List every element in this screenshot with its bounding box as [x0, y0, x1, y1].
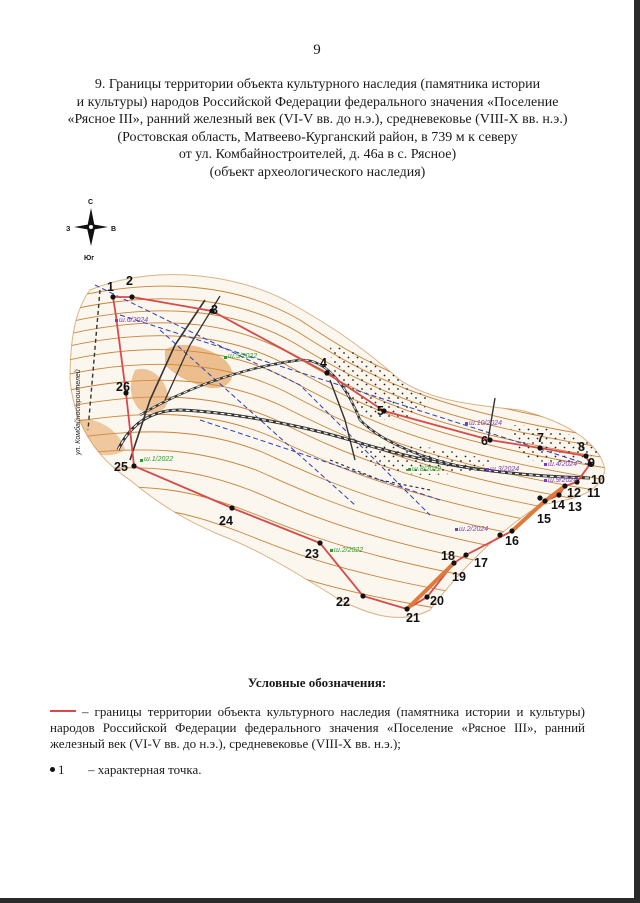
- legend-point-number: 1: [58, 762, 65, 777]
- point-label-13: 13: [568, 500, 582, 514]
- title-line: от ул. Комбайностроителей, д. 46а в с. Р…: [178, 147, 457, 162]
- document-title: 9. Границы территории объекта культурног…: [40, 76, 595, 181]
- title-line: и культуры) народов Российской Федерации…: [76, 94, 559, 110]
- legend-boundary-item: – границы территории объекта культурного…: [50, 704, 585, 752]
- point-label-24: 24: [219, 514, 233, 528]
- compass-east: В: [111, 226, 116, 233]
- legend-point-text: – характерная точка.: [88, 762, 202, 777]
- contour-lines: [70, 285, 605, 618]
- compass-north: С: [88, 199, 93, 206]
- pit-marker: ш.3/2024: [486, 466, 519, 473]
- legend-title: Условные обозначения:: [247, 675, 387, 690]
- point-label-8: 8: [578, 440, 585, 454]
- scan-border-right: [634, 0, 640, 903]
- pit-label: ш.2/2022: [334, 547, 363, 554]
- pit-label: ш.5/2022: [228, 353, 257, 360]
- point-dot-icon: [50, 766, 55, 772]
- title-line: «Рясное III», ранний железный век (VI-V …: [67, 112, 568, 127]
- characteristic-points: [110, 294, 593, 612]
- point-label-5: 5: [377, 404, 384, 418]
- pit-marker: ш.5/2022: [224, 353, 257, 360]
- pit-label: ш.10/2024: [469, 420, 502, 427]
- point-label-7: 7: [537, 431, 544, 445]
- point-label-25: 25: [114, 460, 128, 474]
- page-number: 9: [313, 42, 321, 58]
- compass-west: З: [66, 226, 71, 233]
- point-label-12: 12: [567, 486, 581, 500]
- pit-label: ш.1/2022: [144, 456, 173, 463]
- compass-rose: С З В Юг: [66, 199, 116, 262]
- title-line: (объект археологического наследия): [209, 164, 426, 180]
- point-label-20: 20: [430, 594, 444, 608]
- title-line: (Ростовская область, Матвеево-Курганский…: [117, 129, 518, 145]
- pit-label: ш.8/2022: [412, 466, 441, 473]
- boundary-segment-highlight: [405, 561, 456, 611]
- point-label-16: 16: [505, 534, 519, 548]
- point-label-18: 18: [441, 549, 455, 563]
- pit-marker: ш.2/2024: [455, 526, 488, 533]
- point-label-1: 1: [107, 280, 114, 294]
- pit-label: ш.4/2024: [548, 461, 577, 468]
- legend-point-item: 1 – характерная точка.: [50, 762, 585, 778]
- street-label: ул. Комбайностроителей: [74, 369, 82, 456]
- pit-label: ш.9/2024: [548, 477, 577, 484]
- road-network: [87, 289, 591, 491]
- test-pits: ш.6/2024 ш.5/2022 ш.1/2022 ш.2/2022 ш.10…: [115, 317, 577, 554]
- pit-marker: ш.10/2024: [465, 420, 502, 427]
- pit-label: ш.6/2024: [119, 317, 148, 324]
- point-label-4: 4: [320, 356, 327, 370]
- point-label-26: 26: [116, 380, 130, 394]
- pit-marker: ш.9/2024: [544, 477, 577, 484]
- compass-south: Юг: [84, 255, 94, 262]
- point-label-3: 3: [211, 303, 218, 317]
- pit-marker: ш.4/2024: [544, 461, 577, 468]
- title-line: 9. Границы территории объекта культурног…: [94, 77, 541, 92]
- point-label-23: 23: [305, 547, 319, 561]
- point-label-14: 14: [551, 498, 565, 512]
- point-label-2: 2: [126, 274, 133, 288]
- point-label-10: 10: [591, 473, 605, 487]
- point-label-9: 9: [588, 456, 595, 470]
- point-label-17: 17: [474, 556, 488, 570]
- pit-label: ш.2/2024: [459, 526, 488, 533]
- point-label-21: 21: [406, 611, 420, 625]
- point-label-19: 19: [452, 570, 466, 584]
- point-label-22: 22: [336, 595, 350, 609]
- pit-marker: ш.6/2024: [115, 317, 148, 324]
- point-label-15: 15: [537, 512, 551, 526]
- scan-border-bottom: [0, 898, 640, 903]
- pit-marker: ш.8/2022: [408, 466, 441, 473]
- pit-marker: ш.1/2022: [140, 456, 173, 463]
- pit-marker: ш.2/2022: [330, 547, 363, 554]
- boundary-line-swatch: [50, 710, 76, 713]
- point-labels: 1 2 3 4 5 6 7 8 9 10 11 12 13 14 15 16 1…: [107, 274, 605, 625]
- pit-label: ш.3/2024: [490, 466, 519, 473]
- legend-boundary-text: – границы территории объекта культурного…: [50, 704, 585, 751]
- point-label-6: 6: [481, 434, 488, 448]
- point-label-11: 11: [587, 486, 600, 500]
